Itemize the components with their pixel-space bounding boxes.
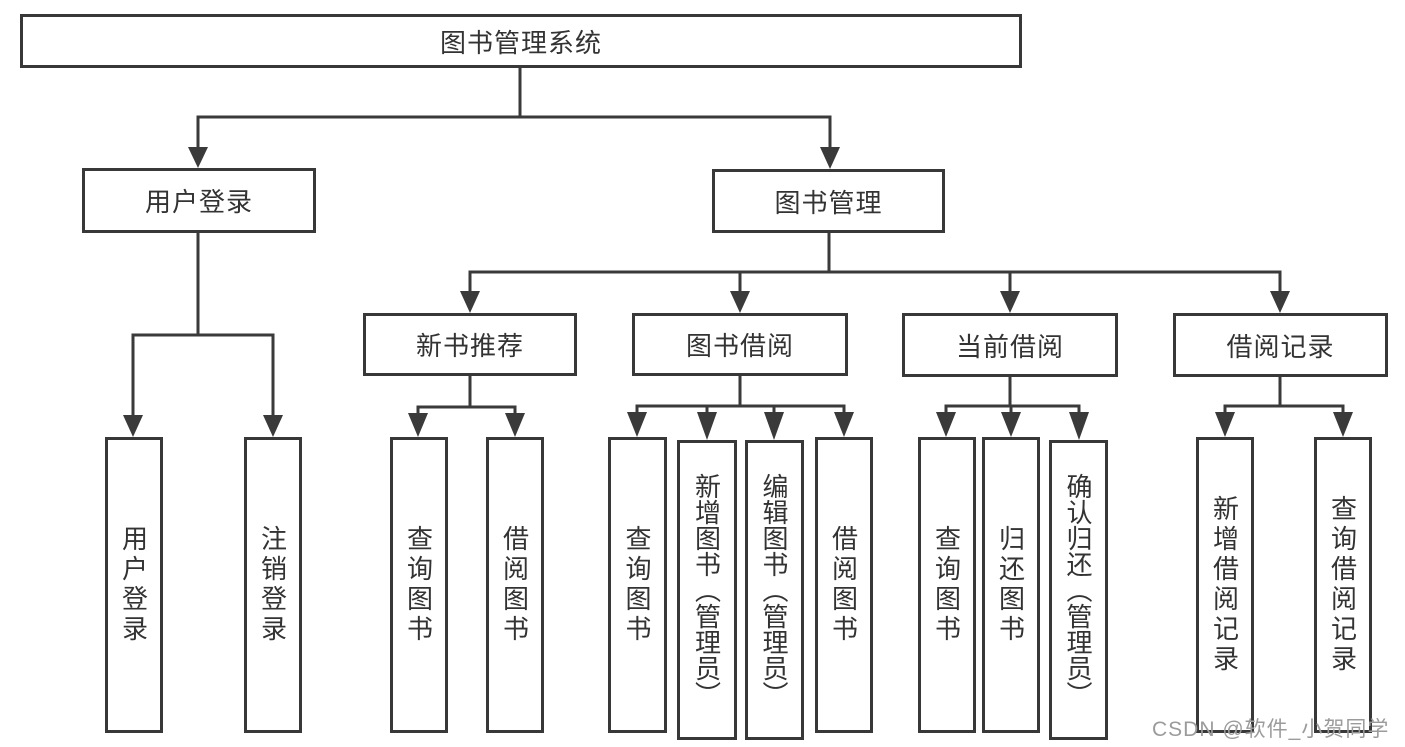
node-new-book-recommend: 新书推荐 bbox=[363, 313, 577, 376]
watermark: CSDN @软件_小贺同学 bbox=[1152, 718, 1390, 741]
node-book-borrowing: 图书借阅 bbox=[632, 313, 848, 376]
leaf-query-books-borrowing: 查询图书 bbox=[608, 437, 667, 733]
leaf-query-books-recommend: 查询图书 bbox=[390, 437, 448, 733]
node-book-management-system: 图书管理系统 bbox=[20, 14, 1022, 68]
leaf-logout: 注销登录 bbox=[244, 437, 302, 733]
leaf-query-borrow-record: 查询借阅记录 bbox=[1314, 437, 1372, 733]
node-borrowing-records: 借阅记录 bbox=[1173, 313, 1388, 377]
leaf-borrow-books-borrowing: 借阅图书 bbox=[815, 437, 873, 733]
leaf-add-books-admin: 新增图书（管理员） bbox=[677, 440, 737, 740]
node-user-login: 用户登录 bbox=[82, 168, 316, 233]
leaf-user-login: 用户登录 bbox=[105, 437, 163, 733]
leaf-borrow-books-recommend: 借阅图书 bbox=[486, 437, 544, 733]
leaf-confirm-return-admin: 确认归还（管理员） bbox=[1049, 440, 1108, 740]
leaf-query-books-current: 查询图书 bbox=[918, 437, 976, 733]
leaf-return-books: 归还图书 bbox=[982, 437, 1040, 733]
node-current-borrowing: 当前借阅 bbox=[902, 313, 1118, 377]
leaf-edit-books-admin: 编辑图书（管理员） bbox=[745, 440, 804, 740]
node-book-management: 图书管理 bbox=[712, 169, 945, 233]
leaf-add-borrow-record: 新增借阅记录 bbox=[1196, 437, 1254, 733]
